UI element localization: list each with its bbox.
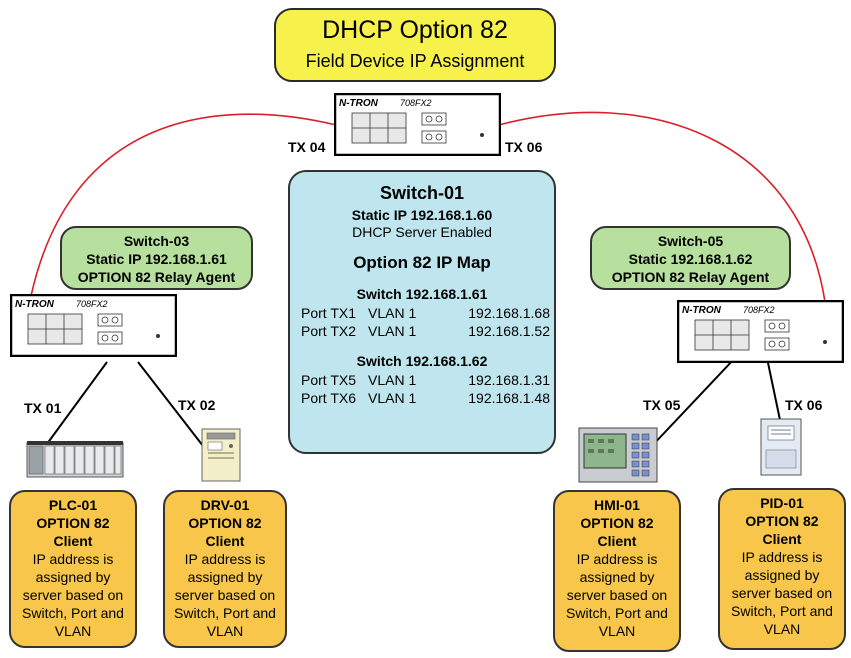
plc-01-client-box: PLC-01 OPTION 82 Client IP address is as… [9, 490, 137, 648]
client-name: PLC-01 [48, 497, 98, 513]
switch-05-static-ip: Static 192.168.1.62 [628, 251, 753, 267]
hmi-icon [578, 427, 658, 483]
ip-map-vlan: VLAN 1 [368, 390, 417, 406]
client-role: Client [53, 533, 93, 549]
ip-map-vlan: VLAN 1 [368, 323, 417, 339]
client-desc-line: Switch, Port and [22, 605, 124, 621]
pid-controller-icon [760, 418, 802, 476]
client-option: OPTION 82 [188, 515, 262, 531]
client-desc-line: IP address is [32, 551, 114, 567]
client-desc-line: server based on [22, 587, 124, 603]
client-name: HMI-01 [594, 497, 640, 513]
copper-link-tx02 [137, 361, 211, 456]
ip-map-ip: 192.168.1.31 [468, 372, 550, 388]
copper-link-tx05 [649, 357, 736, 449]
option82-map-title: Option 82 IP Map [353, 253, 491, 272]
client-name: PID-01 [760, 495, 804, 511]
port-label-tx01: TX 01 [24, 400, 62, 416]
client-role: Client [762, 531, 802, 547]
ip-map-vlan: VLAN 1 [368, 372, 417, 388]
switch-03-role: OPTION 82 Relay Agent [77, 269, 236, 285]
port-label-tx06-right: TX 06 [785, 397, 823, 413]
client-desc-line: assigned by [35, 569, 111, 585]
switch-brand: N-TRON [15, 299, 55, 310]
port-label-tx05: TX 05 [643, 397, 681, 413]
switch-05-name: Switch-05 [657, 233, 724, 249]
copper-link-tx06 [766, 357, 781, 421]
client-option: OPTION 82 [580, 515, 654, 531]
port-label-tx02: TX 02 [178, 397, 216, 413]
client-desc-line: VLAN [206, 623, 244, 639]
ip-map-port: Port TX6 [301, 390, 356, 406]
copper-link-tx01 [43, 361, 108, 449]
ip-map-port: Port TX5 [301, 372, 356, 388]
ip-map-row: Port TX6 VLAN 1 192.168.1.48 [290, 389, 554, 407]
switch-01-dhcp-status: DHCP Server Enabled [352, 224, 492, 240]
switch-model: 708FX2 [400, 98, 432, 108]
switch-03-icon: N-TRON 708FX2 [10, 294, 177, 357]
switch-01-static-ip: Static IP 192.168.1.60 [351, 207, 493, 223]
diagram-title: DHCP Option 82 [322, 16, 508, 44]
switch-05-icon: N-TRON 708FX2 [677, 300, 844, 363]
ip-map-ip: 192.168.1.48 [468, 390, 550, 406]
switch-01-name: Switch-01 [379, 183, 465, 203]
ip-map-ip: 192.168.1.68 [468, 305, 550, 321]
client-role: Client [597, 533, 637, 549]
client-desc-line: IP address is [741, 549, 823, 565]
plc-icon [26, 441, 124, 478]
client-desc-line: assigned by [187, 569, 263, 585]
ip-map-row: Port TX1 VLAN 1 192.168.1.68 [290, 304, 554, 322]
ip-map-row: Port TX2 VLAN 1 192.168.1.52 [290, 322, 554, 340]
switch-03-relay-box: Switch-03 Static IP 192.168.1.61 OPTION … [60, 226, 253, 290]
hmi-01-client-box: HMI-01 OPTION 82 Client IP address is as… [553, 490, 681, 652]
client-desc-line: assigned by [744, 567, 820, 583]
client-desc-line: VLAN [54, 623, 92, 639]
client-desc-line: server based on [566, 587, 668, 603]
client-desc-line: VLAN [763, 621, 801, 637]
ip-map-port: Port TX1 [301, 305, 356, 321]
ip-map-row: Port TX5 VLAN 1 192.168.1.31 [290, 371, 554, 389]
client-desc-line: server based on [731, 585, 833, 601]
client-desc-line: Switch, Port and [566, 605, 668, 621]
switch-brand: N-TRON [682, 305, 722, 316]
switch-brand: N-TRON [339, 98, 379, 109]
port-label-tx04: TX 04 [288, 139, 326, 155]
client-desc-line: assigned by [579, 569, 655, 585]
switch-03-static-ip: Static IP 192.168.1.61 [86, 251, 227, 267]
title-box: DHCP Option 82 Field Device IP Assignmen… [274, 8, 556, 82]
switch-model: 708FX2 [76, 299, 108, 309]
client-desc-line: server based on [174, 587, 276, 603]
switch-model: 708FX2 [743, 305, 775, 315]
client-name: DRV-01 [200, 497, 250, 513]
diagram-subtitle: Field Device IP Assignment [305, 51, 525, 71]
switch-01-icon: N-TRON 708FX2 [334, 93, 501, 156]
switch-05-relay-box: Switch-05 Static 192.168.1.62 OPTION 82 … [590, 226, 791, 290]
switch-05-role: OPTION 82 Relay Agent [611, 269, 770, 285]
drv-01-client-box: DRV-01 OPTION 82 Client IP address is as… [163, 490, 287, 648]
ip-map-group-header: Switch 192.168.1.62 [356, 353, 488, 369]
ip-map-group-header: Switch 192.168.1.61 [356, 286, 488, 302]
client-desc-line: VLAN [598, 623, 636, 639]
pid-01-client-box: PID-01 OPTION 82 Client IP address is as… [718, 488, 846, 650]
fiber-link-right [498, 111, 826, 303]
ip-map-port: Port TX2 [301, 323, 356, 339]
client-option: OPTION 82 [745, 513, 819, 529]
client-desc-line: Switch, Port and [731, 603, 833, 619]
fiber-link-left [30, 113, 337, 297]
client-role: Client [205, 533, 245, 549]
switch-01-server-box: Switch-01 Static IP 192.168.1.60 DHCP Se… [288, 170, 556, 454]
drive-icon [201, 428, 241, 482]
ip-map-vlan: VLAN 1 [368, 305, 417, 321]
switch-03-name: Switch-03 [123, 233, 190, 249]
ip-map-ip: 192.168.1.52 [468, 323, 550, 339]
port-label-tx06-top: TX 06 [505, 139, 543, 155]
client-desc-line: IP address is [576, 551, 658, 567]
client-option: OPTION 82 [36, 515, 110, 531]
client-desc-line: IP address is [184, 551, 266, 567]
client-desc-line: Switch, Port and [174, 605, 276, 621]
